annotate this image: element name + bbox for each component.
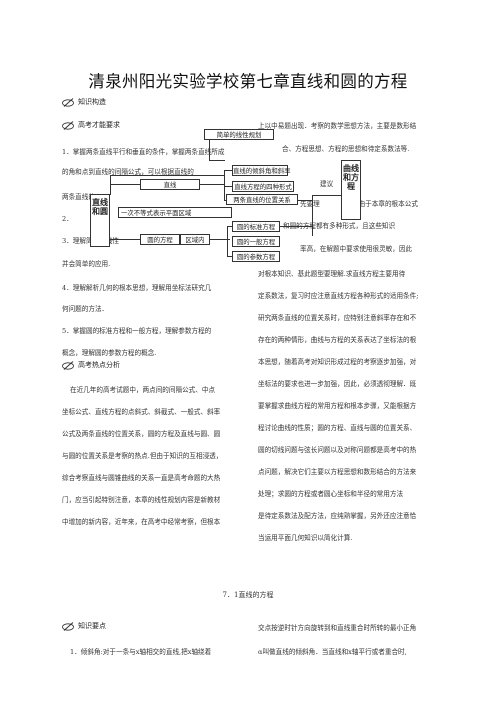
analysis-line: 与圆的位置关系是考察的热点.但由于知识的互相浸透， — [62, 452, 223, 460]
diagram-box-line-item: 两条直线的位置关系 — [226, 194, 298, 205]
req-line: 5．掌握圆的标准方程和一般方程，理解参数方程的 — [62, 327, 212, 335]
diagram-box-region-label: 区域内 — [180, 234, 210, 245]
right-line: 和圆的方程都有多种形式，且这些知识 — [283, 222, 396, 230]
right-line: 要掌握求曲线方程的常用方程和根本步骤，又能根据方 — [258, 402, 417, 410]
analysis-line: 综合考察直线与圆锥曲线的关系一直是高考命题的大热 — [62, 474, 221, 482]
req-line: 1．掌握两条直线平行和垂直的条件，掌握两条直线所成 — [62, 148, 225, 156]
analysis-line: 坐标公式、直线方程的点斜式、斜截式、一般式、斜率 — [62, 408, 221, 416]
diagram-box-circle: 圆的方程 — [140, 234, 180, 245]
right-line: 本思想，随着高考对知识形成过程的考察逐步加强，对 — [258, 358, 417, 366]
right-line: 点问题，解决它们主要以方程思想和数形结合的方法来 — [258, 468, 417, 476]
page-title: 清泉州阳光实验学校第七章直线和圆的方程 — [88, 72, 408, 91]
right-line: 建议 — [320, 180, 334, 188]
section-structure: 知识构造 — [62, 97, 106, 107]
right-line: 研究两条直线的位置关系时，应特别注意斜率存在和不 — [258, 314, 417, 322]
diagram-box-top: 简单的线性规划 — [204, 129, 274, 140]
pen-icon — [62, 360, 74, 370]
right-line: 对根本知识、基此题型要理解.求直线方程主要用待 — [258, 270, 406, 278]
section-heading: 高考热点分析 — [78, 361, 120, 369]
right-line: 率高，在解题中要求使用很灵敏，因此 — [300, 245, 413, 253]
section-requirements: 高考才能要求 — [62, 120, 120, 130]
req-line: 两条直线的 — [62, 193, 95, 201]
analysis-line: 公式及两条直线的位置关系，圆的方程及直线与圆、圆 — [62, 430, 221, 438]
diagram-box-circle-item: 圆的参数方程 — [232, 251, 280, 262]
diagram-box-circle-item: 圆的标准方程 — [232, 221, 280, 232]
right-line: 先要理 — [300, 200, 320, 208]
points-line: 1．倾斜角:对于一条与x轴相交的直线,把x轴绕着 — [70, 648, 212, 656]
section-heading: 知识要点 — [78, 622, 106, 630]
right-line: 圆的切线问题与弦长问题以及对称问题都是高考中的热 — [258, 446, 417, 454]
diagram-box-line-item: 直线的倾斜角和斜率 — [232, 165, 291, 176]
diagram-box-circle-item: 圆的一般方程 — [232, 236, 280, 247]
right-line: 程讨论曲线的性质；圆的方程、直线与圆的位置关系、 — [258, 424, 417, 432]
pen-icon — [62, 120, 74, 130]
diagram-box-line-item: 直线方程的四种形式 — [232, 181, 294, 192]
req-line: 概念，理解圆的参数方程的概念. — [62, 349, 157, 357]
section-analysis: 高考热点分析 — [62, 360, 120, 370]
right-line: 存在的两种情形，曲线与方程的关系表达了坐标法的根 — [258, 336, 417, 344]
section-caption: 7．1直线的方程 — [222, 591, 274, 599]
right-line: 坐标法的要求也进一步加强，因此，必须透彻理解．既 — [258, 380, 417, 388]
req-line: 2． — [62, 215, 73, 223]
right-line: α叫做直线的倾斜角．当直线和x轴平行或者重合时, — [258, 648, 407, 656]
req-line: 的角和点到直线的间隔公式，可以根据直线的 — [62, 168, 194, 176]
diagram-box-line: 直线 — [140, 179, 200, 190]
right-line: 是待定系数法及配方法，应纯熟掌握，另外还应注意恰 — [258, 512, 417, 520]
diagram-box-region: 一次不等式表示平面区域 — [118, 207, 232, 218]
pen-icon — [62, 97, 74, 107]
req-line: 4．理解解析几何的根本思想，理解用坐标法研究几 — [62, 284, 212, 292]
diagram-box-left: 直线和圆 — [90, 194, 110, 247]
section-points: 知识要点 — [62, 621, 106, 631]
req-line: 并会简单的应用. — [62, 260, 111, 268]
right-line: 处理；求圆的方程或者圆心坐标和半径的常用方法 — [258, 490, 404, 498]
diagram-box-right: 曲线和方程 — [341, 160, 361, 220]
right-line: 当运用平面几何知识以简化计算. — [258, 534, 353, 542]
analysis-line: 在近几年的高考试题中，两点间的间隔公式、中点 — [70, 386, 216, 394]
section-heading: 知识构造 — [78, 98, 106, 106]
section-heading: 高考才能要求 — [78, 121, 120, 129]
analysis-line: 中增加的新内容，近年来，在高考中经常考察，但根本 — [62, 518, 221, 526]
analysis-line: 门，应当引起特别注意，本章的线性规划内容是新教材 — [62, 496, 221, 504]
req-line: 何问题的方法． — [62, 305, 109, 313]
right-line: 交点按逆时针方向旋转到和直线重合时所转的最小正角 — [258, 624, 417, 632]
right-line: ，由于本章的根本公式 — [352, 200, 418, 208]
right-line: 合、方程思想、方程的思想和待定系数法等. — [282, 145, 410, 153]
right-line: 上以中易题出现．考察的数学思想方法，主要是数形结 — [258, 122, 417, 130]
right-line: 定系数法，复习时应注意直线方程各种形式的适用条件; — [258, 292, 419, 300]
pen-icon — [62, 621, 74, 631]
